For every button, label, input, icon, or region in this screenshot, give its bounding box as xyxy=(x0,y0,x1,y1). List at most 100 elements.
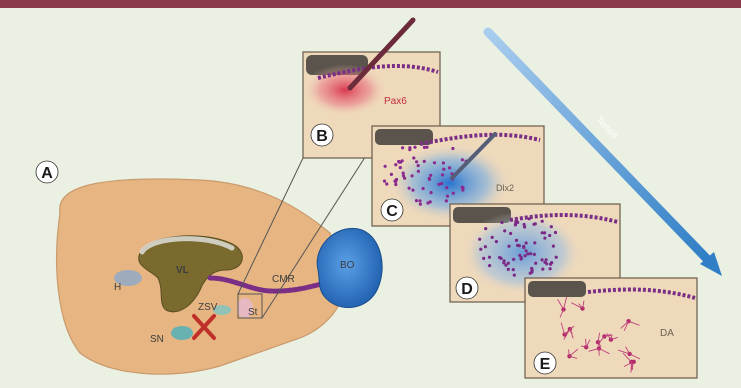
svg-text:A: A xyxy=(41,165,53,182)
label-st: St xyxy=(248,307,258,318)
cell-dot xyxy=(503,259,506,262)
panel-label-a: A xyxy=(36,161,58,183)
cell-dot xyxy=(507,245,510,248)
cell-dot xyxy=(429,200,432,203)
cell-dot xyxy=(451,147,454,150)
cell-dot xyxy=(415,199,418,202)
cell-dot xyxy=(529,252,532,255)
top-banner-bar xyxy=(0,0,741,8)
cell-dot xyxy=(408,146,411,149)
cell-dot xyxy=(383,180,386,183)
pax6-label: Pax6 xyxy=(384,96,407,107)
cell-dot xyxy=(412,156,415,159)
cell-dot xyxy=(543,237,546,240)
cell-dot xyxy=(552,245,555,248)
cell-dot xyxy=(394,163,397,166)
cell-dot xyxy=(512,268,515,271)
cell-dot xyxy=(423,160,426,163)
ventricle-wall xyxy=(375,129,433,145)
label-cmr: CMR xyxy=(272,274,295,285)
svg-text:C: C xyxy=(386,203,398,220)
cell-dot xyxy=(478,238,481,241)
cell-dot xyxy=(445,186,448,189)
cell-dot xyxy=(495,240,498,243)
cell-dot xyxy=(384,165,387,168)
cell-dot xyxy=(514,223,517,226)
cell-dot xyxy=(523,223,526,226)
cell-dot xyxy=(479,248,482,251)
cell-dot xyxy=(429,174,432,177)
svg-text:E: E xyxy=(540,356,551,373)
cell-dot xyxy=(433,161,436,164)
cell-dot xyxy=(513,274,516,277)
cell-dot xyxy=(500,257,503,260)
cell-dot xyxy=(417,164,420,167)
cell-dot xyxy=(541,258,544,261)
cell-dot xyxy=(491,236,494,239)
cell-dot xyxy=(548,234,551,237)
cell-dot xyxy=(441,173,444,176)
cell-dot xyxy=(512,258,515,261)
cell-dot xyxy=(482,257,485,260)
sn-region xyxy=(171,326,193,340)
cell-dot xyxy=(526,252,529,255)
label-vl: VL xyxy=(176,265,189,276)
cell-dot xyxy=(411,174,414,177)
cell-dot xyxy=(417,170,420,173)
cell-dot xyxy=(399,166,402,169)
cell-dot xyxy=(395,178,398,181)
cell-dot xyxy=(422,187,425,190)
label-h: H xyxy=(114,282,121,293)
cell-dot xyxy=(550,225,553,228)
cell-dot xyxy=(394,183,397,186)
cell-dot xyxy=(401,159,404,162)
cell-dot xyxy=(445,199,448,202)
cell-dot xyxy=(401,146,404,149)
cell-dot xyxy=(448,166,451,169)
svg-text:B: B xyxy=(316,128,328,145)
cell-dot xyxy=(419,203,422,206)
cell-dot xyxy=(541,268,544,271)
cell-dot xyxy=(520,257,523,260)
svg-text:D: D xyxy=(461,281,473,298)
cell-dot xyxy=(500,221,503,224)
cell-dot xyxy=(488,264,491,267)
cell-dot xyxy=(524,254,527,257)
cell-dot xyxy=(430,191,433,194)
cell-dot xyxy=(530,271,533,274)
panel-label-e: E xyxy=(534,352,556,374)
cell-dot xyxy=(408,187,411,190)
da-label: DA xyxy=(660,328,674,339)
cell-dot xyxy=(413,146,416,149)
label-zsv: ZSV xyxy=(198,302,218,313)
dlx2-label: Dlx2 xyxy=(496,183,514,193)
neurogenesis-diagram: VL H ZSV St SN CMR BO Pax6 Dlx2 xyxy=(0,8,741,388)
label-sn: SN xyxy=(150,334,164,345)
cell-dot xyxy=(423,146,426,149)
panel-label-d: D xyxy=(456,277,478,299)
cell-dot xyxy=(385,182,388,185)
cell-dot xyxy=(428,177,431,180)
cell-dot xyxy=(534,262,537,265)
cell-dot xyxy=(402,174,405,177)
cell-dot xyxy=(545,262,548,265)
cell-dot xyxy=(525,241,528,244)
cell-dot xyxy=(442,168,445,171)
cell-dot xyxy=(415,160,418,163)
panel-label-c: C xyxy=(381,199,403,221)
ventricle-wall xyxy=(528,281,586,297)
cell-dot xyxy=(402,172,405,175)
cell-dot xyxy=(533,253,536,256)
cell-dot xyxy=(533,241,536,244)
label-bo: BO xyxy=(340,260,355,271)
cell-dot xyxy=(397,160,400,163)
neuron-process xyxy=(586,339,587,347)
cell-dot xyxy=(452,192,455,195)
cell-dot xyxy=(418,199,421,202)
cell-dot xyxy=(525,249,528,252)
cell-dot xyxy=(484,227,487,230)
cell-dot xyxy=(515,239,518,242)
cell-dot xyxy=(442,161,445,164)
cell-dot xyxy=(437,183,440,186)
